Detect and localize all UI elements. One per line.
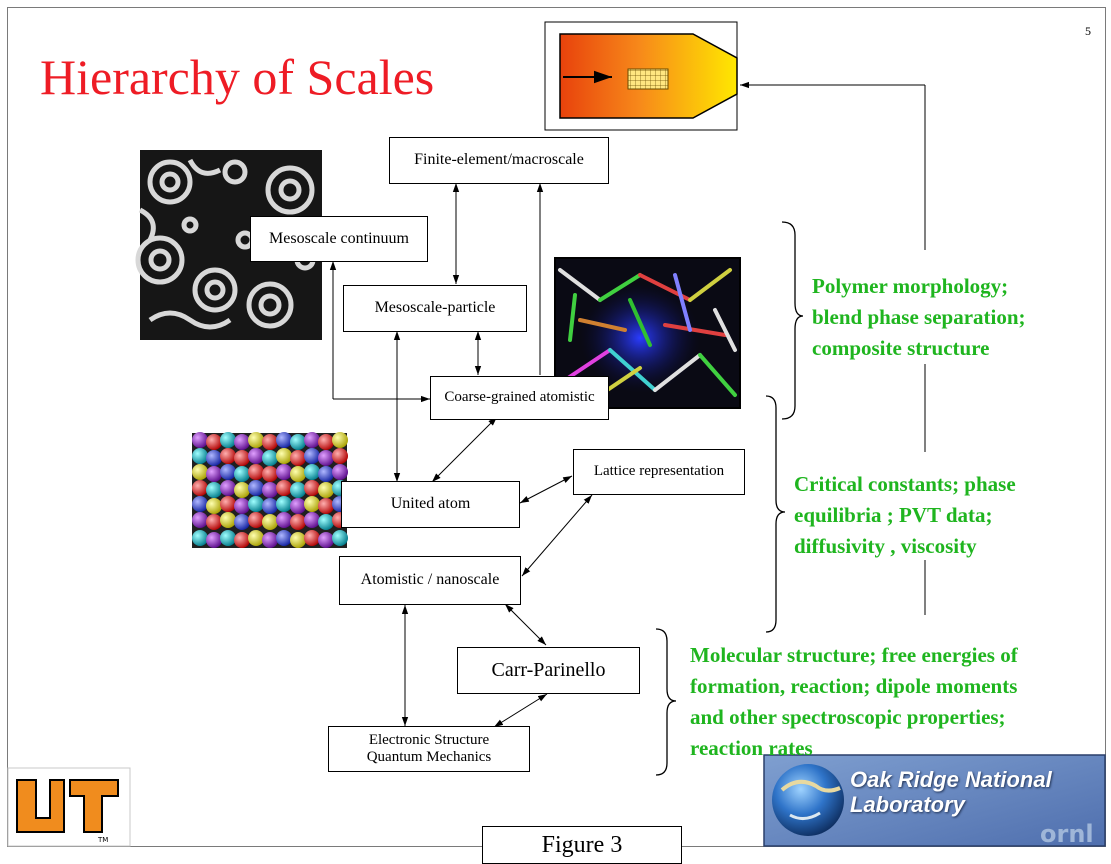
page-number: 5 xyxy=(1085,24,1091,38)
box-electronic-structure: Electronic Structure Quantum Mechanics xyxy=(328,726,530,772)
box-carr-parinello: Carr-Parinello xyxy=(457,647,640,694)
annotation-molecular: Molecular structure; free energies of fo… xyxy=(690,640,1018,764)
united-atom-spheres-image xyxy=(192,432,348,548)
macroscale-flow-image xyxy=(544,21,738,131)
electronic-structure-line1: Electronic Structure xyxy=(368,731,490,748)
annotation-line: diffusivity , viscosity xyxy=(794,534,977,558)
box-united-atom: United atom xyxy=(341,481,520,528)
ornl-line1: Oak Ridge National xyxy=(850,767,1052,792)
ut-logo: TM xyxy=(7,767,131,847)
annotation-line: and other spectroscopic properties; xyxy=(690,705,1006,729)
annotation-line: Critical constants; phase xyxy=(794,472,1016,496)
box-finite-element: Finite-element/macroscale xyxy=(389,137,609,184)
annotation-line: equilibria ; PVT data; xyxy=(794,503,993,527)
slide-title: Hierarchy of Scales xyxy=(40,49,435,105)
annotation-line: Polymer morphology; xyxy=(812,274,1009,298)
box-mesoscale-continuum: Mesoscale continuum xyxy=(250,216,428,262)
annotation-line: blend phase separation; xyxy=(812,305,1026,329)
ornl-watermark: ornl xyxy=(1040,820,1094,848)
annotation-polymer: Polymer morphology; blend phase separati… xyxy=(812,271,1026,364)
annotation-line: composite structure xyxy=(812,336,990,360)
figure-caption: Figure 3 xyxy=(482,826,682,864)
ut-tm-mark: TM xyxy=(97,836,108,844)
ornl-line2: Laboratory xyxy=(850,792,965,817)
brace-critical xyxy=(765,395,786,633)
feedback-line xyxy=(740,81,926,615)
box-coarse-grained-atomistic: Coarse-grained atomistic xyxy=(430,376,609,420)
annotation-line: reaction rates xyxy=(690,736,813,760)
box-mesoscale-particle: Mesoscale-particle xyxy=(343,285,527,332)
connector-arrows xyxy=(329,183,593,728)
annotation-critical: Critical constants; phase equilibria ; P… xyxy=(794,469,1016,562)
brace-polymer xyxy=(781,221,804,420)
ornl-logo-text: Oak Ridge National Laboratory xyxy=(850,767,1052,817)
polymer-molecule-image xyxy=(554,257,741,409)
brace-molecular xyxy=(655,628,677,776)
annotation-line: formation, reaction; dipole moments xyxy=(690,674,1018,698)
box-lattice-representation: Lattice representation xyxy=(573,449,745,495)
box-atomistic-nanoscale: Atomistic / nanoscale xyxy=(339,556,521,605)
electronic-structure-line2: Quantum Mechanics xyxy=(366,749,492,765)
ornl-logo: ornl xyxy=(763,754,1106,848)
annotation-line: Molecular structure; free energies of xyxy=(690,643,1018,667)
